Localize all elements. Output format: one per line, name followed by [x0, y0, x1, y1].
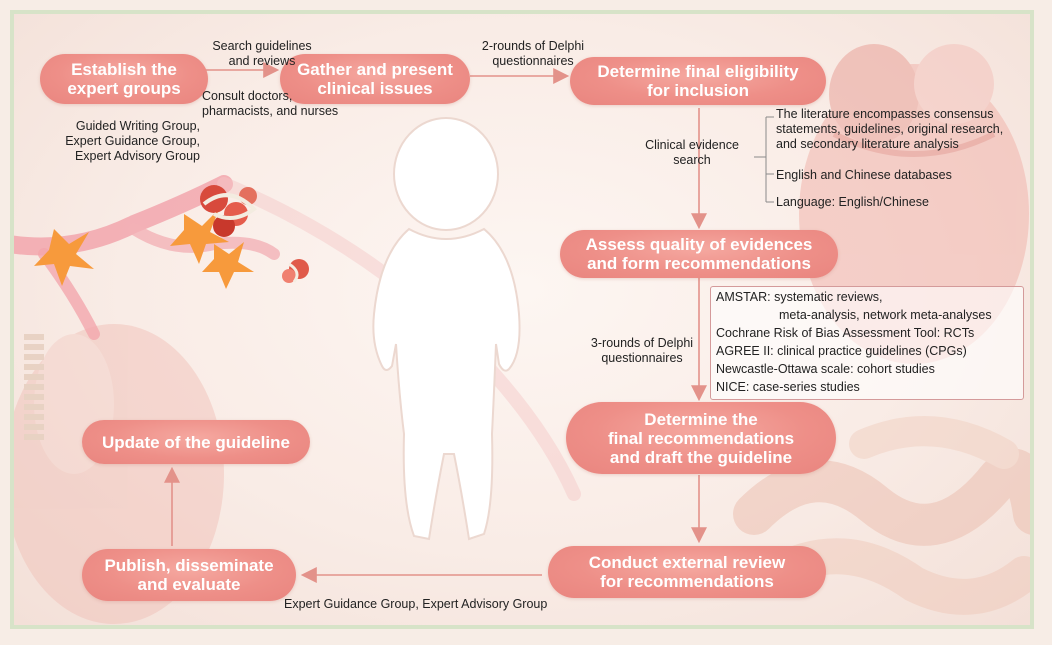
- step-label: Determine the final recommendations and …: [607, 409, 795, 467]
- step-label: Publish, disseminate and evaluate: [104, 556, 274, 594]
- note-delphi-three-rounds: 3-rounds of Delphi questionnaires: [590, 336, 694, 365]
- tool-newcastle-ottawa: Newcastle-Ottawa scale: cohort studies: [716, 362, 935, 376]
- tool-agree: AGREE II: clinical practice guidelines (…: [716, 344, 967, 358]
- assessment-tools-box: AMSTAR: systematic reviews, meta-analysi…: [710, 286, 1024, 400]
- tool-nice: NICE: case-series studies: [716, 380, 860, 394]
- note-search-guidelines: Search guidelines and reviews: [212, 39, 312, 68]
- step-assess-quality: Assess quality of evidences and form rec…: [560, 230, 838, 278]
- step-determine-eligibility: Determine final eligibility for inclusio…: [570, 57, 826, 105]
- step-gather-clinical-issues: Gather and present clinical issues: [280, 54, 470, 104]
- step-update-guideline: Update of the guideline: [82, 420, 310, 464]
- note-consult-clinicians: Consult doctors, pharmacists, and nurses: [202, 89, 339, 118]
- step-label: Conduct external review for recommendati…: [588, 553, 786, 591]
- lung-illustration: [14, 324, 224, 624]
- search-detail-language: Language: English/Chinese: [776, 195, 929, 209]
- step-label: Establish the expert groups: [67, 60, 181, 98]
- diagram-frame: Establish the expert groups Gather and p…: [10, 10, 1034, 629]
- note-delphi-two-rounds: 2-rounds of Delphi questionnaires: [481, 39, 585, 68]
- note-review-groups: Expert Guidance Group, Expert Advisory G…: [284, 597, 548, 611]
- tool-cochrane: Cochrane Risk of Bias Assessment Tool: R…: [716, 326, 975, 340]
- tool-amstar: AMSTAR: systematic reviews,: [716, 290, 883, 304]
- step-final-recommendations: Determine the final recommendations and …: [566, 402, 836, 474]
- step-label: Update of the guideline: [102, 432, 290, 452]
- search-detail-databases: English and Chinese databases: [776, 168, 952, 182]
- note-clinical-evidence-search: Clinical evidence search: [645, 138, 739, 167]
- tool-amstar-cont: meta-analysis, network meta-analyses: [779, 308, 992, 322]
- note-expert-groups: Guided Writing Group, Expert Guidance Gr…: [65, 119, 200, 163]
- step-publish-disseminate: Publish, disseminate and evaluate: [82, 549, 296, 601]
- flow-arrows: [164, 62, 774, 583]
- step-label: Gather and present clinical issues: [297, 60, 453, 98]
- step-label: Determine final eligibility for inclusio…: [597, 62, 799, 100]
- step-external-review: Conduct external review for recommendati…: [548, 546, 826, 598]
- step-label: Assess quality of evidences and form rec…: [585, 235, 813, 273]
- step-establish-expert-groups: Establish the expert groups: [40, 54, 208, 104]
- search-bracket: [754, 116, 774, 203]
- child-silhouette: [372, 117, 521, 541]
